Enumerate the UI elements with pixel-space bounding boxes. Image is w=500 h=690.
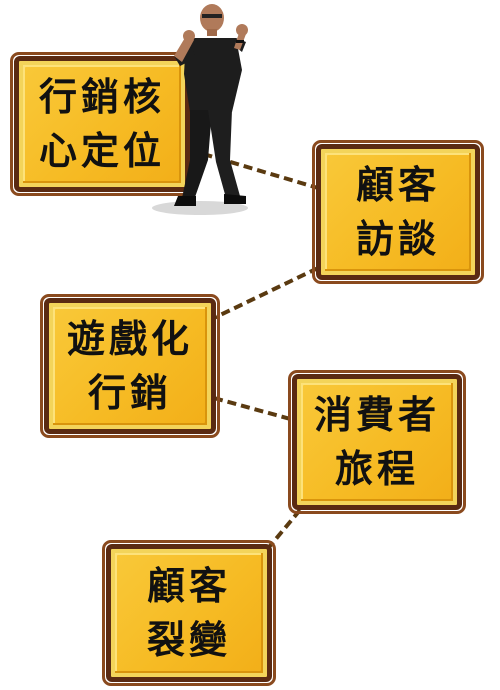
node-customer-referral: 顧客 裂變 — [102, 540, 276, 686]
node-gamification-marketing: 遊戲化 行銷 — [40, 294, 220, 438]
node-label: 行銷核 心定位 — [38, 75, 165, 173]
presenter-person-icon — [152, 4, 248, 215]
node-marketing-positioning: 行銷核 心定位 — [10, 52, 194, 196]
connector-n2-n3 — [213, 266, 319, 320]
connector-n1-n2 — [189, 148, 319, 190]
node-customer-interview: 顧客 訪談 — [312, 140, 484, 284]
node-label: 顧客 訪談 — [355, 163, 440, 261]
node-label: 遊戲化 行銷 — [66, 317, 193, 415]
node-label: 消費者 旅程 — [313, 393, 440, 491]
connector-n3-n4 — [213, 396, 295, 422]
node-label: 顧客 裂變 — [146, 564, 231, 662]
node-consumer-journey: 消費者 旅程 — [288, 370, 466, 514]
connector-n4-n5 — [268, 508, 302, 548]
